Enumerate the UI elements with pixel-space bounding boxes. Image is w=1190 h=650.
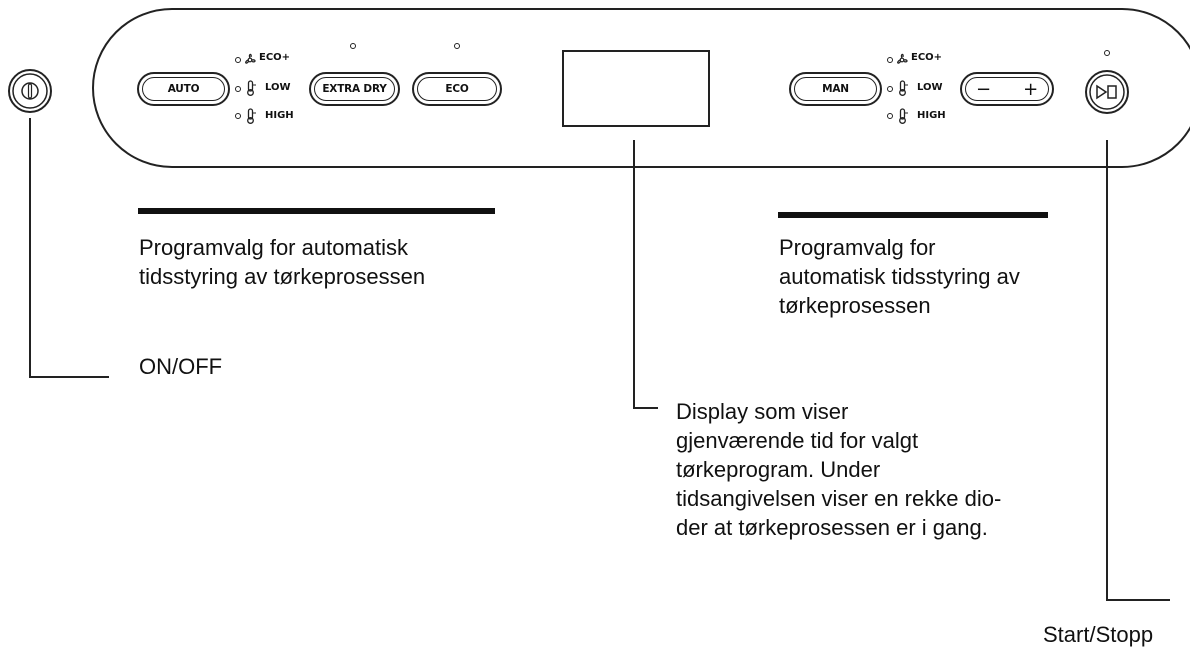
caption-line: gjenværende tid for valgt [676,428,919,453]
on-off-caption: ON/OFF [139,354,223,379]
start-stop-callout-vertical [1106,140,1108,600]
thermometer-icon [899,108,908,124]
onoff-callout-horizontal [29,376,109,378]
onoff-callout-vertical [29,118,31,377]
play-pause-icon[interactable] [1082,67,1132,117]
right-bar [778,212,1048,218]
fan-icon [897,53,908,64]
high-led-left [235,113,241,119]
fan-icon [245,53,256,64]
eco-plus-label-left: ECO+ [259,52,291,63]
extra-dry-led [350,43,356,49]
high-led-right [887,113,893,119]
minus-icon[interactable]: − [976,78,991,100]
man-button-label: MAN [822,83,849,95]
eco-plus-led-right [887,57,893,63]
eco-button-label: ECO [445,83,469,95]
caption-line: Display som viser [676,399,849,424]
start-stop-led [1104,50,1110,56]
caption-line: tørkeprosessen [779,293,931,318]
left-bar [138,208,495,214]
eco-button[interactable]: ECO [412,72,502,106]
time-display [562,50,710,127]
caption-line: der at tørkeprosessen er i gang. [676,515,988,540]
caption-line: tørkeprogram. Under [676,457,881,482]
caption-line: automatisk tidsstyring av [779,264,1020,289]
low-label-left: LOW [265,82,291,93]
right-program-caption: Programvalg for automatisk tidsstyring a… [779,233,1020,320]
eco-led [454,43,460,49]
high-label-left: HIGH [265,110,294,121]
thermometer-icon [247,80,256,96]
start-stop-caption: Start/Stopp [1043,622,1154,647]
time-adjust-button[interactable]: − + [960,72,1054,106]
man-button[interactable]: MAN [789,72,882,106]
display-callout-horizontal [633,407,658,409]
start-stop-callout-horizontal [1106,599,1170,601]
display-caption: Display som viser gjenværende tid for va… [676,397,1001,542]
low-led-right [887,86,893,92]
eco-plus-label-right: ECO+ [911,52,943,63]
display-callout-vertical [633,140,635,408]
left-program-caption: Programvalg for automatisk tidsstyring a… [139,233,425,291]
auto-button-label: AUTO [167,83,200,95]
extra-dry-button[interactable]: EXTRA DRY [309,72,400,106]
caption-line: tidsangivelsen viser en rekke dio- [676,486,1002,511]
caption-line: tidsstyring av tørkeprosessen [139,264,426,289]
low-led-left [235,86,241,92]
thermometer-icon [247,108,256,124]
control-panel [92,8,1190,168]
auto-button[interactable]: AUTO [137,72,230,106]
caption-line: Programvalg for [779,235,936,260]
caption-line: Programvalg for automatisk [139,235,408,260]
eco-plus-led-left [235,57,241,63]
plus-icon[interactable]: + [1023,78,1038,100]
extra-dry-button-label: EXTRA DRY [322,83,387,95]
high-label-right: HIGH [917,110,946,121]
low-label-right: LOW [917,82,943,93]
thermometer-icon [899,80,908,96]
power-icon[interactable] [5,66,55,116]
